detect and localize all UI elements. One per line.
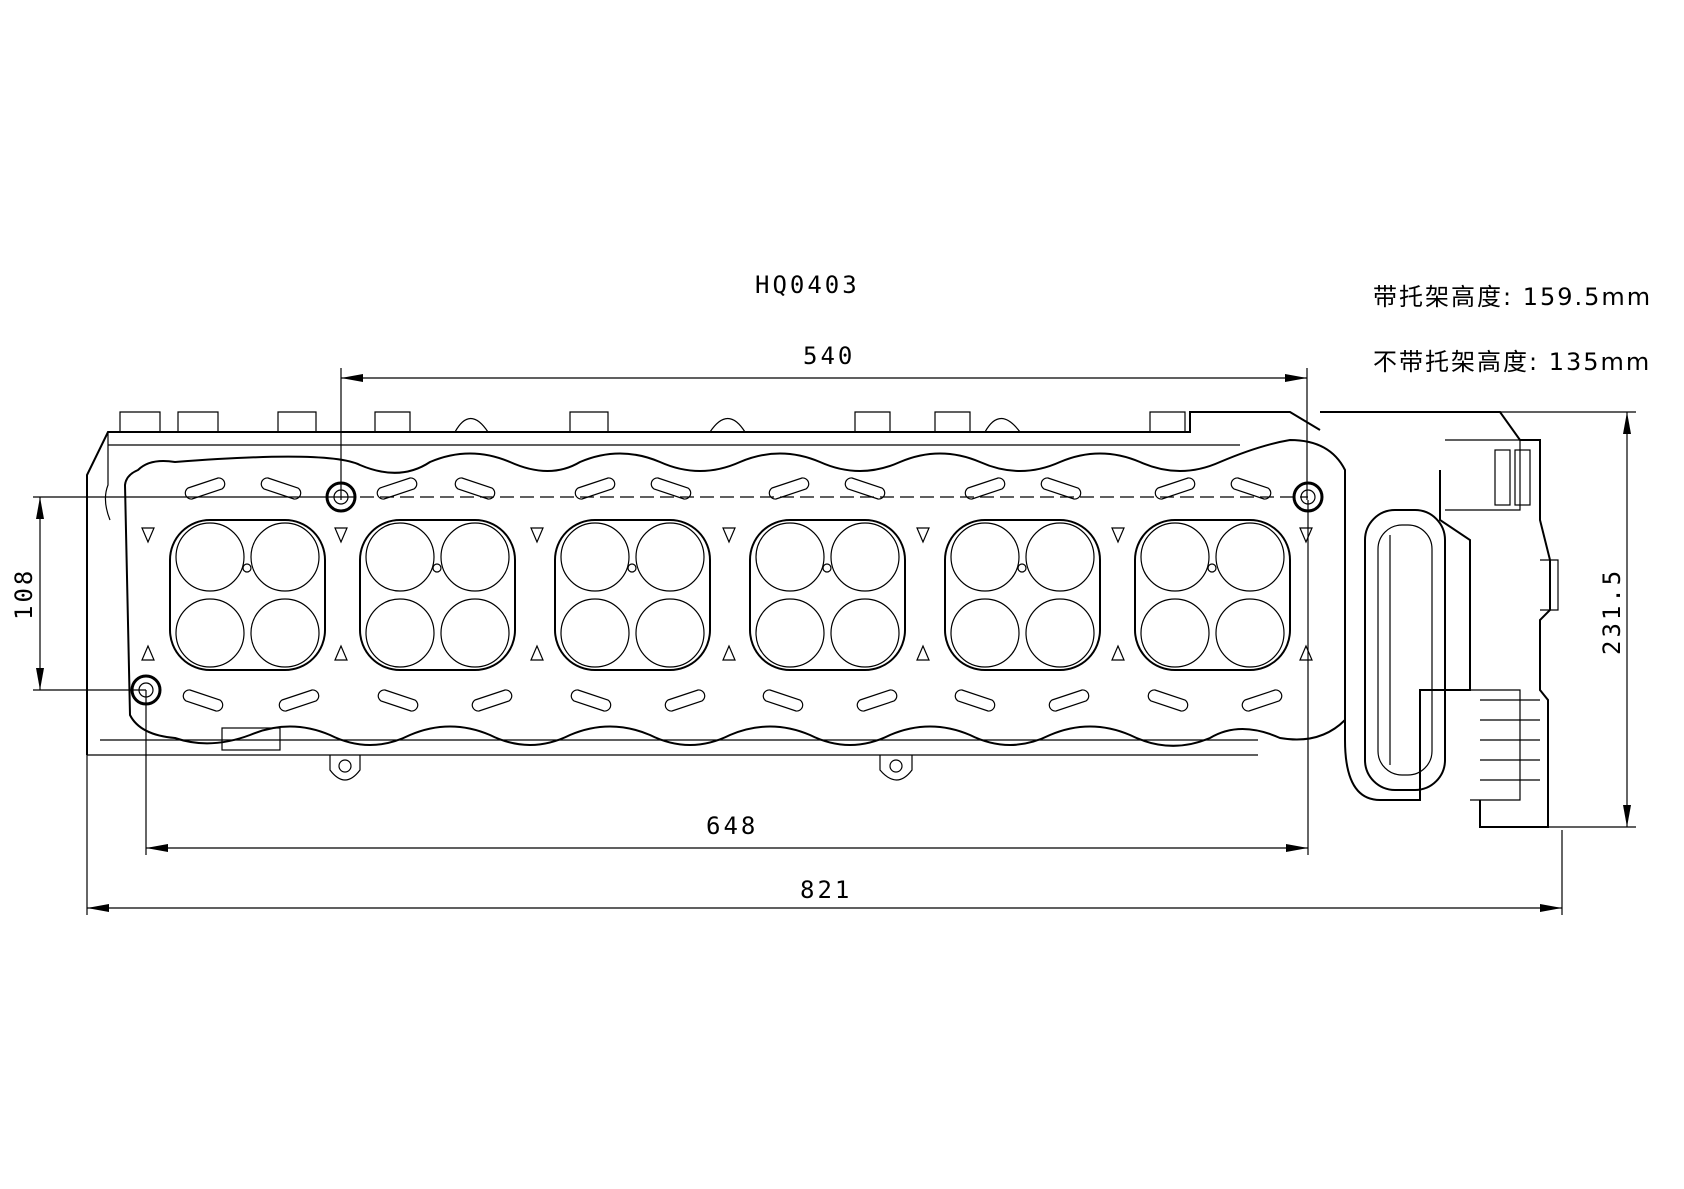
dimension-bottom-648: 648 bbox=[145, 500, 1309, 855]
part-number: HQ0403 bbox=[755, 271, 860, 299]
cylinder bbox=[359, 519, 516, 671]
dowel-holes bbox=[130, 481, 1324, 706]
left-end bbox=[104, 432, 111, 521]
cylinder bbox=[169, 519, 326, 671]
dimension-left-label: 108 bbox=[10, 568, 38, 620]
gasket-slots bbox=[182, 477, 1283, 712]
dimension-overall-821: 821 bbox=[86, 755, 1563, 915]
cylinder-head-body bbox=[86, 411, 1346, 781]
cylinder bbox=[944, 519, 1101, 671]
dimension-bottom-label: 648 bbox=[706, 812, 758, 840]
dimension-overall-label: 821 bbox=[800, 876, 852, 904]
dimension-left-108: 108 bbox=[10, 496, 340, 691]
end-housing bbox=[1320, 411, 1559, 828]
note-height-without-bracket: 不带托架高度: 135mm bbox=[1373, 348, 1651, 376]
cylinder bbox=[554, 519, 711, 671]
gasket-triangles bbox=[141, 527, 1313, 661]
dimension-top-540: 540 bbox=[340, 342, 1308, 500]
cylinder bbox=[1134, 519, 1291, 671]
dimension-top-label: 540 bbox=[803, 342, 855, 370]
cylinders bbox=[169, 519, 1291, 671]
cylinder bbox=[749, 519, 906, 671]
note-height-with-bracket: 带托架高度: 159.5mm bbox=[1373, 283, 1652, 311]
dimension-right-label: 231.5 bbox=[1598, 568, 1626, 655]
dimension-right-231: 231.5 bbox=[1480, 411, 1636, 828]
